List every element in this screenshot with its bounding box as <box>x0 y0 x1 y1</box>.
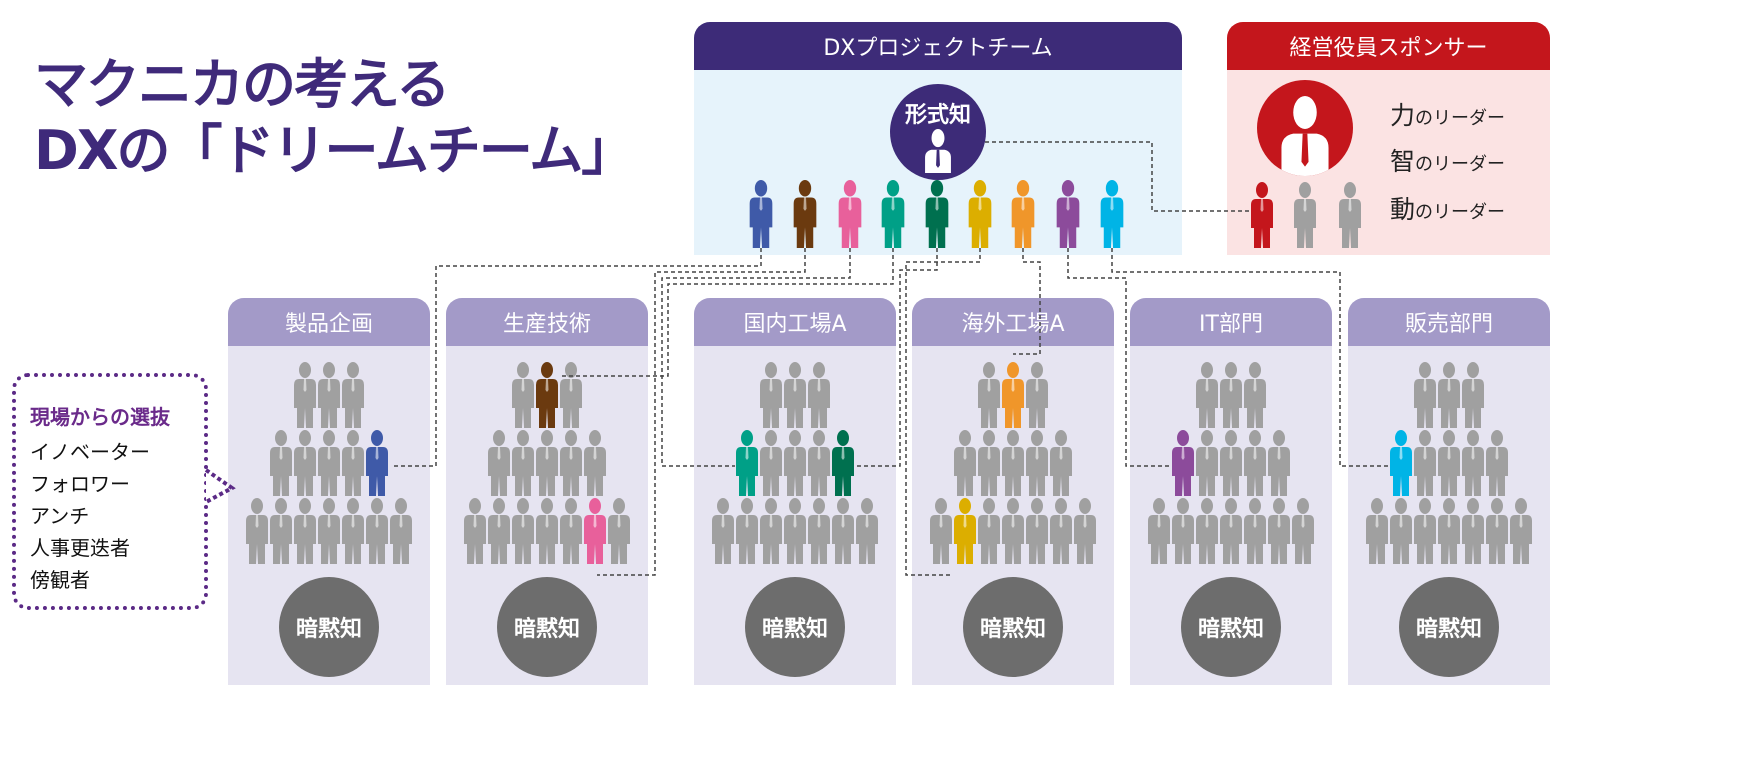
leader-power: 力のリーダー <box>1390 96 1505 132</box>
leader-suffix: のリーダー <box>1415 154 1506 175</box>
leader-kanji: 動 <box>1390 195 1416 224</box>
selection-callout: 現場からの選抜 イノベーター フォロワー アンチ 人事更迭者 傍観者 <box>12 373 208 610</box>
sponsor-leader-icon <box>1257 80 1353 176</box>
tacit-knowledge-badge: 暗黙知 <box>963 577 1063 677</box>
department-header: IT部門 <box>1130 298 1332 346</box>
department-panel: 海外工場A 暗黙知 <box>912 298 1114 685</box>
executive-sponsor-panel: 経営役員スポンサー <box>1227 22 1550 255</box>
person-icon <box>1281 96 1329 176</box>
callout-item: 傍観者 <box>30 568 90 592</box>
department-header: 国内工場A <box>694 298 896 346</box>
dx-team-header: DXプロジェクトチーム <box>694 22 1182 70</box>
department-panel: IT部門 暗黙知 <box>1130 298 1332 685</box>
tacit-knowledge-badge: 暗黙知 <box>745 577 845 677</box>
department-panel: 販売部門 暗黙知 <box>1348 298 1550 685</box>
callout-item: フォロワー <box>30 472 130 496</box>
department-header: 海外工場A <box>912 298 1114 346</box>
leader-kanji: 智 <box>1390 147 1416 176</box>
tacit-knowledge-badge: 暗黙知 <box>279 577 379 677</box>
callout-item: アンチ <box>30 504 90 528</box>
tacit-knowledge-badge: 暗黙知 <box>1181 577 1281 677</box>
leader-suffix: のリーダー <box>1415 108 1506 129</box>
diagram-title: マクニカの考える DXの「ドリームチーム」 <box>34 52 635 184</box>
callout-heading: 現場からの選抜 <box>30 405 170 429</box>
explicit-knowledge-label: 形式知 <box>904 103 971 128</box>
leader-wisdom: 智のリーダー <box>1390 142 1505 178</box>
person-icon <box>925 129 951 173</box>
leader-action: 動のリーダー <box>1390 190 1505 226</box>
department-panel: 国内工場A 暗黙知 <box>694 298 896 685</box>
leader-kanji: 力 <box>1390 101 1416 130</box>
explicit-knowledge-leader: 形式知 <box>890 84 986 180</box>
tacit-knowledge-badge: 暗黙知 <box>497 577 597 677</box>
department-panel: 生産技術 暗黙知 <box>446 298 648 685</box>
leader-suffix: のリーダー <box>1415 202 1506 223</box>
title-line-2: DXの「ドリームチーム」 <box>34 119 635 182</box>
title-line-1: マクニカの考える <box>34 53 450 116</box>
callout-item: イノベーター <box>30 440 150 464</box>
dx-project-team-panel: DXプロジェクトチーム 形式知 <box>694 22 1182 255</box>
department-header: 販売部門 <box>1348 298 1550 346</box>
tacit-knowledge-badge: 暗黙知 <box>1399 577 1499 677</box>
department-panel: 製品企画 暗黙知 <box>228 298 430 685</box>
callout-item: 人事更迭者 <box>30 536 130 560</box>
sponsor-header: 経営役員スポンサー <box>1227 22 1550 70</box>
department-header: 製品企画 <box>228 298 430 346</box>
department-header: 生産技術 <box>446 298 648 346</box>
